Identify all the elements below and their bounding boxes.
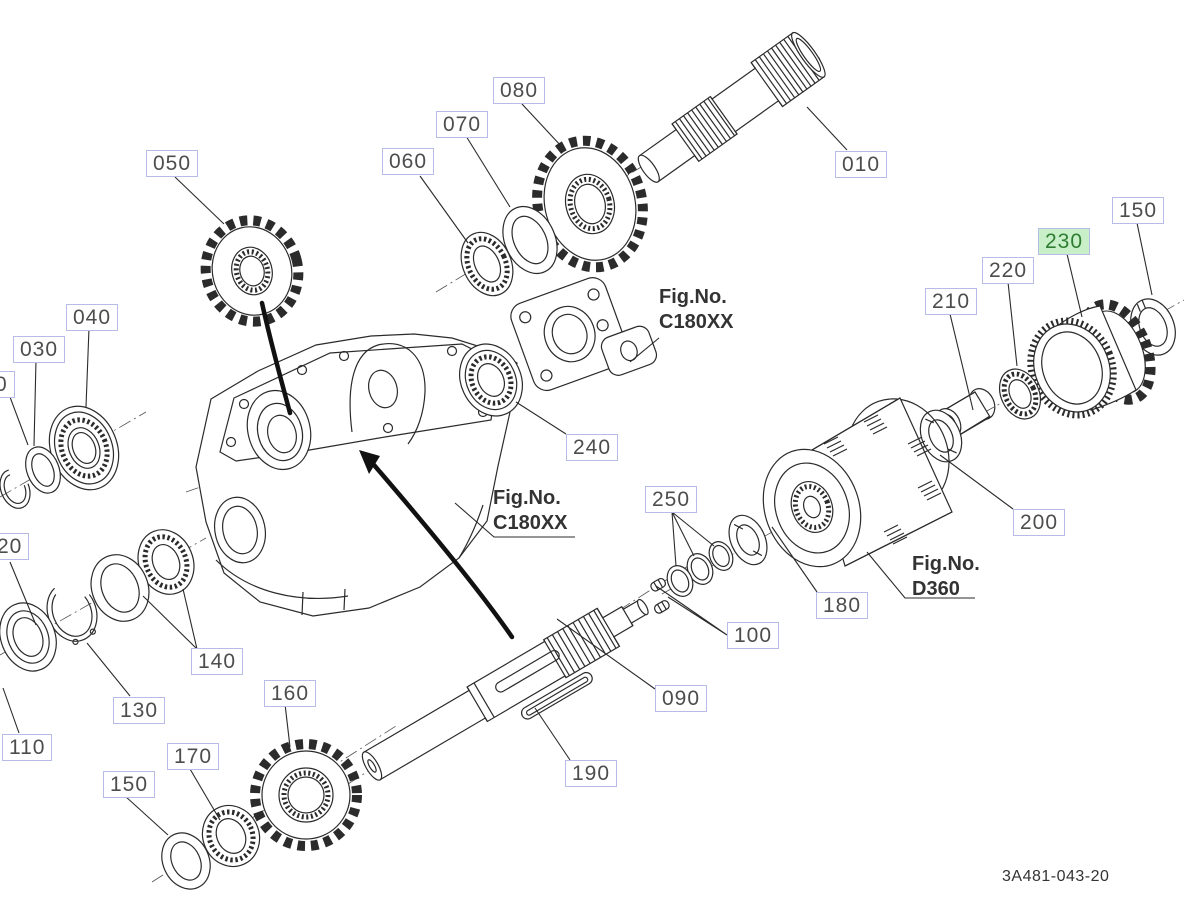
bearing-240-drawing: [459, 343, 523, 417]
callout-080[interactable]: 080: [493, 77, 546, 104]
callout-030[interactable]: 030: [13, 336, 66, 363]
clutch-drum-d360-drawing: [762, 397, 953, 568]
callout-040[interactable]: 040: [66, 304, 119, 331]
callout-110[interactable]: 110: [2, 734, 53, 761]
pins-100-drawing: [650, 577, 670, 614]
fig-ref-c180xx-bottom[interactable]: Fig.No. C180XX: [493, 486, 568, 536]
coupling-180-drawing: [728, 514, 768, 566]
callout-210[interactable]: 210: [925, 288, 978, 315]
main-shaft-090-drawing: [361, 577, 670, 781]
assembly-arrows: [259, 300, 515, 640]
arrow-head: [359, 450, 380, 474]
callout-090[interactable]: 090: [655, 685, 708, 712]
callout-150-bottom[interactable]: 150: [103, 771, 156, 798]
bearing-040-drawing: [48, 405, 120, 491]
drawing-number: 3A481-043-20: [1002, 868, 1110, 885]
fig-ref-line1: Fig.No.: [659, 286, 727, 308]
snap-ring-020-drawing: [0, 469, 31, 509]
bearing-170-drawing: [201, 804, 261, 868]
callout-010[interactable]: 010: [835, 151, 888, 178]
fig-ref-line2: C180XX: [493, 512, 568, 534]
callout-060[interactable]: 060: [382, 148, 435, 175]
washer-150-tr-drawing: [1130, 298, 1176, 356]
callout-230-highlighted[interactable]: 230: [1038, 228, 1091, 255]
callout-130[interactable]: 130: [113, 697, 166, 724]
bearing-140-drawing: [137, 529, 195, 595]
washer-150-bl-drawing: [161, 832, 211, 890]
callout-120-partial[interactable]: 20: [0, 533, 30, 560]
gearbox-housing-drawing: [195, 333, 518, 617]
fig-ref-c180xx-top[interactable]: Fig.No. C180XX: [659, 285, 734, 335]
snap-rings-250-drawing: [666, 541, 734, 597]
bearing-holder-c180xx-drawing: [510, 277, 658, 392]
callout-050[interactable]: 050: [146, 150, 199, 177]
callout-220[interactable]: 220: [982, 257, 1035, 284]
callout-150-top[interactable]: 150: [1112, 197, 1165, 224]
callout-070[interactable]: 070: [436, 111, 489, 138]
callout-190[interactable]: 190: [565, 760, 618, 787]
key-190-drawing: [520, 671, 593, 720]
clutch-hub-gear-230-drawing: [1027, 299, 1156, 419]
callout-200[interactable]: 200: [1013, 509, 1066, 536]
callout-020-partial[interactable]: 0: [0, 371, 15, 398]
fig-ref-line1: Fig.No.: [912, 553, 980, 575]
bearing-220-drawing: [998, 368, 1042, 420]
leader-lines: [2, 103, 1153, 836]
callout-240[interactable]: 240: [566, 434, 619, 461]
fig-ref-line1: Fig.No.: [493, 487, 561, 509]
input-shaft-010-drawing: [637, 31, 826, 183]
callout-250[interactable]: 250: [645, 486, 698, 513]
washer-140-drawing: [90, 554, 150, 622]
fig-ref-d360[interactable]: Fig.No. D360: [912, 552, 980, 602]
fig-ref-line2: C180XX: [659, 311, 734, 333]
gear-160-drawing: [250, 739, 362, 851]
callout-140[interactable]: 140: [191, 648, 244, 675]
bearing-110-drawing: [0, 602, 57, 672]
bearing-060-drawing: [460, 231, 514, 297]
callout-180[interactable]: 180: [816, 592, 869, 619]
washer-030-drawing: [25, 446, 61, 494]
callout-100[interactable]: 100: [727, 622, 780, 649]
fig-ref-line2: D360: [912, 578, 960, 600]
washer-070-drawing: [502, 205, 558, 275]
gear-050-drawing: [200, 215, 304, 327]
callout-170[interactable]: 170: [167, 743, 220, 770]
callout-160[interactable]: 160: [264, 680, 317, 707]
